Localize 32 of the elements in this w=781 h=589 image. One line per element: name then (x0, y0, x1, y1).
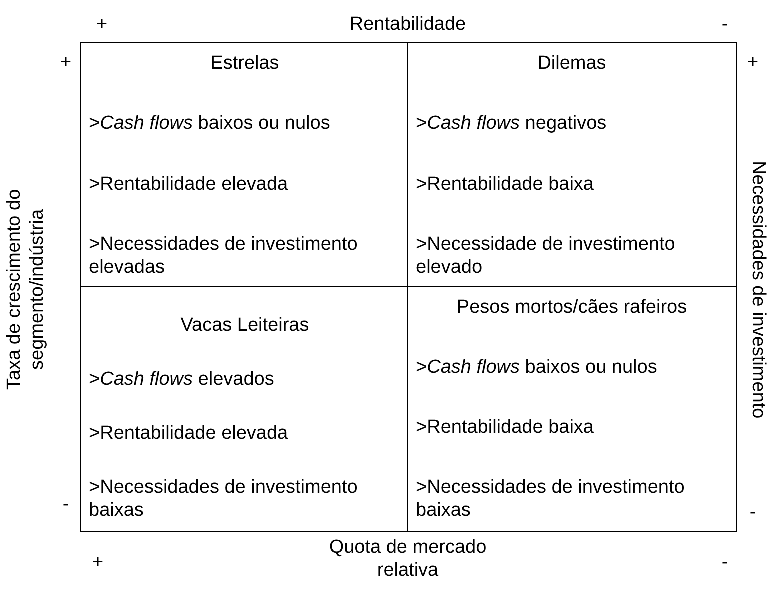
quadrant-title: Dilemas (536, 53, 608, 76)
bullet-text: >Cash flows negativos (416, 113, 608, 136)
axis-title: Taxa de crescimento do segmento/indústria (4, 188, 49, 392)
quadrant-cell (407, 42, 737, 288)
bullet-text: >Necessidades de investimento baixas (89, 477, 359, 523)
quadrant-title: Estrelas (210, 53, 280, 76)
axis-title: Rentabilidade (348, 14, 468, 37)
sign-text: - (748, 502, 758, 525)
bullet-text: >Cash flows baixos ou nulos (89, 113, 332, 136)
sign-text: + (746, 52, 760, 75)
sign-text: - (720, 14, 730, 37)
quadrant-title: Pesos mortos/cães rafeiros (456, 297, 688, 320)
bullet-text: >Rentabilidade baixa (416, 417, 595, 440)
axis-title: Quota de mercado relativa (328, 537, 488, 583)
sign-text: - (62, 494, 70, 517)
bullet-text: >Necessidades de investimento baixas (416, 477, 686, 523)
quadrant-cell (407, 286, 737, 532)
axis-title: Necessidades de investimento (746, 160, 769, 421)
bullet-text: >Cash flows elevados (89, 369, 276, 392)
sign-text: + (59, 52, 73, 75)
bullet-text: >Rentabilidade elevada (89, 174, 290, 197)
bullet-text: >Rentabilidade elevada (89, 423, 290, 446)
bullet-text: >Cash flows baixos ou nulos (416, 357, 658, 380)
bullet-text: >Rentabilidade baixa (416, 174, 595, 197)
quadrant-cell (80, 42, 409, 288)
bullet-text: >Necessidades de investimento elevadas (89, 234, 359, 280)
bullet-text: >Necessidade de investimento elevado (416, 234, 676, 280)
quadrant-title: Vacas Leiteiras (180, 315, 310, 338)
quadrant-cell (80, 286, 409, 532)
sign-text: + (91, 552, 105, 575)
sign-text: + (95, 14, 109, 37)
sign-text: - (720, 552, 730, 575)
